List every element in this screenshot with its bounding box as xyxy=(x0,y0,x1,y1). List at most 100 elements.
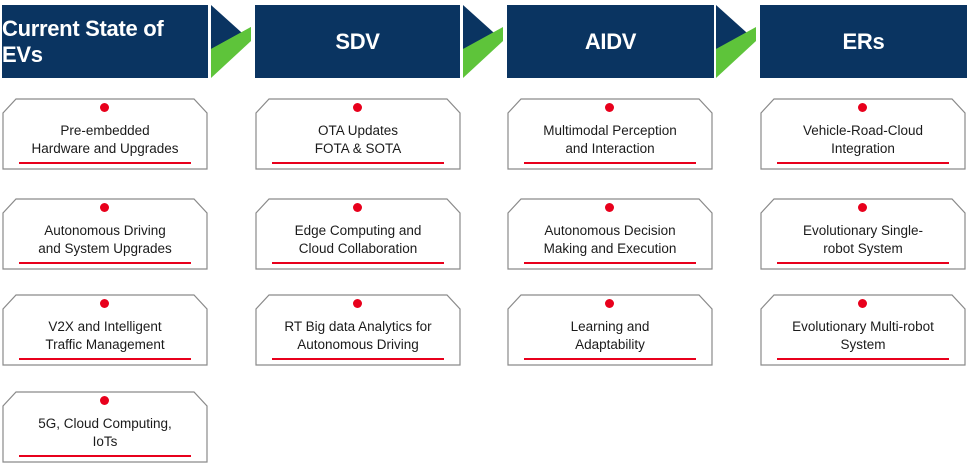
bullet-dot-icon xyxy=(353,299,362,308)
card-text-line: Learning and xyxy=(570,319,650,334)
bullet-dot-icon xyxy=(100,396,109,405)
card-text-line: System xyxy=(840,337,886,352)
card-frame xyxy=(760,98,966,170)
card-underline xyxy=(19,358,191,360)
card-text-line: Cloud Collaboration xyxy=(298,241,418,256)
bullet-dot-icon xyxy=(100,203,109,212)
card-text-line: Making and Execution xyxy=(543,241,677,256)
card-text-line: Vehicle-Road-Cloud xyxy=(802,123,924,138)
bullet-dot-icon xyxy=(100,103,109,112)
bullet-dot-icon xyxy=(605,103,614,112)
card-underline xyxy=(272,162,444,164)
diagram-card: 5G, Cloud Computing, IoTs xyxy=(2,391,208,463)
bullet-dot-icon xyxy=(858,299,867,308)
card-underline xyxy=(524,358,696,360)
card-frame xyxy=(255,98,461,170)
card-text: 5G, Cloud Computing, IoTs xyxy=(8,415,202,451)
card-underline xyxy=(524,262,696,264)
card-text-line: and System Upgrades xyxy=(38,241,172,256)
card-text: Multimodal Perception and Interaction xyxy=(513,122,707,158)
bullet-dot-icon xyxy=(100,299,109,308)
card-text-line: Autonomous Decision xyxy=(544,223,676,238)
card-text-line: V2X and Intelligent xyxy=(48,319,162,334)
card-underline xyxy=(777,358,949,360)
card-frame xyxy=(2,198,208,270)
column-header-sdv: SDV xyxy=(255,5,460,78)
card-text-line: Evolutionary Multi-robot xyxy=(792,319,934,334)
card-frame xyxy=(2,391,208,463)
card-frame xyxy=(255,198,461,270)
card-text: Evolutionary Single-robot System xyxy=(766,222,960,258)
bullet-dot-icon xyxy=(605,203,614,212)
column-title: ERs xyxy=(842,28,885,54)
column-title: SDV xyxy=(335,28,380,54)
bullet-dot-icon xyxy=(605,299,614,308)
card-underline xyxy=(777,262,949,264)
card-text-line: Hardware and Upgrades xyxy=(31,141,179,156)
card-text: Autonomous Driving and System Upgrades xyxy=(8,222,202,258)
card-text-line: IoTs xyxy=(92,434,118,449)
card-text-line: 5G, Cloud Computing, xyxy=(38,416,172,431)
column-header-aidv: AIDV xyxy=(507,5,714,78)
card-underline xyxy=(272,262,444,264)
card-text-line: Edge Computing and xyxy=(294,223,422,238)
card-underline xyxy=(19,162,191,164)
card-text-line: and Interaction xyxy=(565,141,655,156)
card-text-line: Autonomous Driving xyxy=(44,223,166,238)
diagram-card: Evolutionary Single-robot System xyxy=(760,198,966,270)
card-text-line: Autonomous Driving xyxy=(297,337,419,352)
card-text-line: OTA Updates xyxy=(317,123,399,138)
card-frame xyxy=(507,198,713,270)
card-text-line: RT Big data Analytics for xyxy=(284,319,432,334)
bullet-dot-icon xyxy=(858,103,867,112)
diagram-card: Multimodal Perception and Interaction xyxy=(507,98,713,170)
card-frame xyxy=(2,294,208,366)
card-frame xyxy=(760,198,966,270)
card-text-line: Evolutionary Single- xyxy=(802,223,924,238)
card-text-line: robot System xyxy=(823,241,903,256)
card-text-line: FOTA & SOTA xyxy=(314,141,402,156)
card-frame xyxy=(2,98,208,170)
column-title: Current State of EVs xyxy=(2,15,164,67)
column-header-current-evs: Current State of EVs xyxy=(2,5,208,78)
column-title: AIDV xyxy=(584,28,637,54)
card-text-line: Pre-embedded xyxy=(60,123,150,138)
chevron-arrow-icon xyxy=(463,5,503,78)
card-underline xyxy=(19,262,191,264)
card-underline xyxy=(19,455,191,457)
bullet-dot-icon xyxy=(353,203,362,212)
card-text-line: Integration xyxy=(831,141,895,156)
bullet-dot-icon xyxy=(858,203,867,212)
card-underline xyxy=(777,162,949,164)
diagram-card: Autonomous Driving and System Upgrades xyxy=(2,198,208,270)
bullet-dot-icon xyxy=(353,103,362,112)
column-header-ers: ERs xyxy=(760,5,967,78)
card-frame xyxy=(507,294,713,366)
card-text-line: Multimodal Perception xyxy=(543,123,677,138)
card-text-line: Adaptability xyxy=(575,337,645,352)
card-frame xyxy=(507,98,713,170)
card-underline xyxy=(272,358,444,360)
card-text-line: Traffic Management xyxy=(45,337,165,352)
card-underline xyxy=(524,162,696,164)
card-frame xyxy=(255,294,461,366)
chevron-arrow-icon xyxy=(716,5,756,78)
